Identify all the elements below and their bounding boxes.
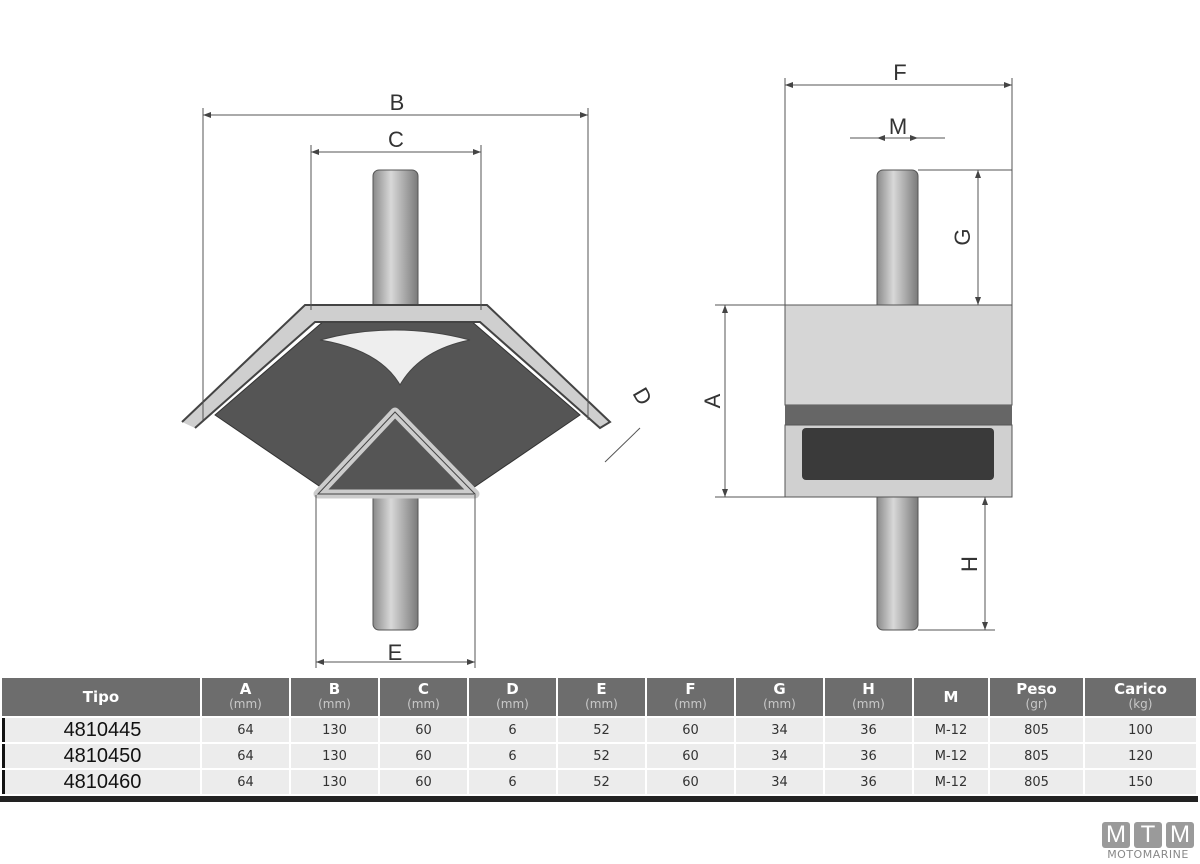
table-cell: 52 [558, 744, 645, 768]
table-cell: 6 [469, 718, 556, 742]
column-header: M [914, 678, 988, 716]
tipo-cell: 4810460 [2, 770, 200, 794]
table-cell: 60 [647, 770, 734, 794]
table-cell: 34 [736, 770, 823, 794]
table-cell: M-12 [914, 744, 988, 768]
header-label: E [596, 680, 607, 698]
table-cell: 34 [736, 718, 823, 742]
table-cell: 100 [1085, 718, 1196, 742]
column-header: Carico(kg) [1085, 678, 1196, 716]
table-cell: 64 [202, 718, 289, 742]
table-cell: 805 [990, 718, 1083, 742]
table-cell: 36 [825, 770, 912, 794]
header-label: Tipo [82, 687, 120, 706]
table-cell: 130 [291, 718, 378, 742]
label-a: A [700, 393, 725, 408]
header-label: M [943, 687, 959, 706]
table-cell: 120 [1085, 744, 1196, 768]
logo-letter: M [1166, 822, 1194, 848]
column-header: C(mm) [380, 678, 467, 716]
header-unit: (mm) [496, 697, 529, 711]
header-label: G [773, 680, 786, 698]
logo-letter: T [1134, 822, 1162, 848]
side-top-plate [784, 304, 1013, 406]
label-f: F [893, 60, 906, 85]
motomarine-logo: M T M MOTOMARINE [1102, 822, 1194, 861]
header-label: B [328, 680, 341, 698]
table-cell: M-12 [914, 718, 988, 742]
label-c: C [388, 127, 404, 152]
header-unit: (mm) [318, 697, 351, 711]
table-cell: 64 [202, 770, 289, 794]
column-header: E(mm) [558, 678, 645, 716]
tipo-cell: 4810450 [2, 744, 200, 768]
header-label: H [862, 680, 875, 698]
header-label: A [239, 680, 252, 698]
logo-text: MOTOMARINE [1107, 848, 1189, 861]
table-cell: 60 [647, 718, 734, 742]
header-label: C [417, 680, 429, 698]
label-m: M [889, 114, 907, 139]
table-cell: 150 [1085, 770, 1196, 794]
column-header: H(mm) [825, 678, 912, 716]
label-h: H [957, 556, 982, 572]
label-d: D [628, 383, 658, 409]
header-unit: (mm) [229, 697, 262, 711]
table-cell: 52 [558, 718, 645, 742]
front-view [181, 169, 612, 631]
table-cell: 130 [291, 744, 378, 768]
column-header: Peso(gr) [990, 678, 1083, 716]
dimension-lines [202, 78, 1013, 668]
table-cell: 6 [469, 770, 556, 794]
side-rubber [802, 428, 994, 480]
header-unit: (mm) [852, 697, 885, 711]
table-cell: 34 [736, 744, 823, 768]
table-cell: 36 [825, 718, 912, 742]
table-cell: 805 [990, 770, 1083, 794]
column-header: Tipo [2, 678, 200, 716]
label-g: G [950, 228, 975, 245]
table-cell: 60 [380, 770, 467, 794]
header-unit: (gr) [1025, 697, 1048, 711]
table-cell: 805 [990, 744, 1083, 768]
header-unit: (mm) [674, 697, 707, 711]
header-unit: (mm) [585, 697, 618, 711]
label-e: E [388, 640, 403, 665]
table-cell: 36 [825, 744, 912, 768]
header-unit: (mm) [763, 697, 796, 711]
table-cell: 64 [202, 744, 289, 768]
label-b: B [390, 90, 405, 115]
column-header: F(mm) [647, 678, 734, 716]
table-cell: 60 [380, 718, 467, 742]
table-cell: 52 [558, 770, 645, 794]
header-unit: (kg) [1128, 697, 1153, 711]
column-header: A(mm) [202, 678, 289, 716]
tipo-cell: 4810445 [2, 718, 200, 742]
header-label: F [685, 680, 696, 698]
header-label: D [506, 680, 519, 698]
table-cell: 130 [291, 770, 378, 794]
table-cell: 60 [647, 744, 734, 768]
column-header: B(mm) [291, 678, 378, 716]
column-header: G(mm) [736, 678, 823, 716]
header-unit: (mm) [407, 697, 440, 711]
logo-letter: M [1102, 822, 1130, 848]
column-header: D(mm) [469, 678, 556, 716]
top-bracket [181, 304, 612, 430]
rubber-cutout [319, 329, 471, 387]
header-label: Peso [1016, 680, 1057, 698]
table-cell: 60 [380, 744, 467, 768]
table-cell: M-12 [914, 770, 988, 794]
table-cell: 6 [469, 744, 556, 768]
header-label: Carico [1114, 680, 1167, 698]
side-view [784, 169, 1013, 631]
technical-drawing: B C E D F M G A H [181, 60, 1013, 668]
